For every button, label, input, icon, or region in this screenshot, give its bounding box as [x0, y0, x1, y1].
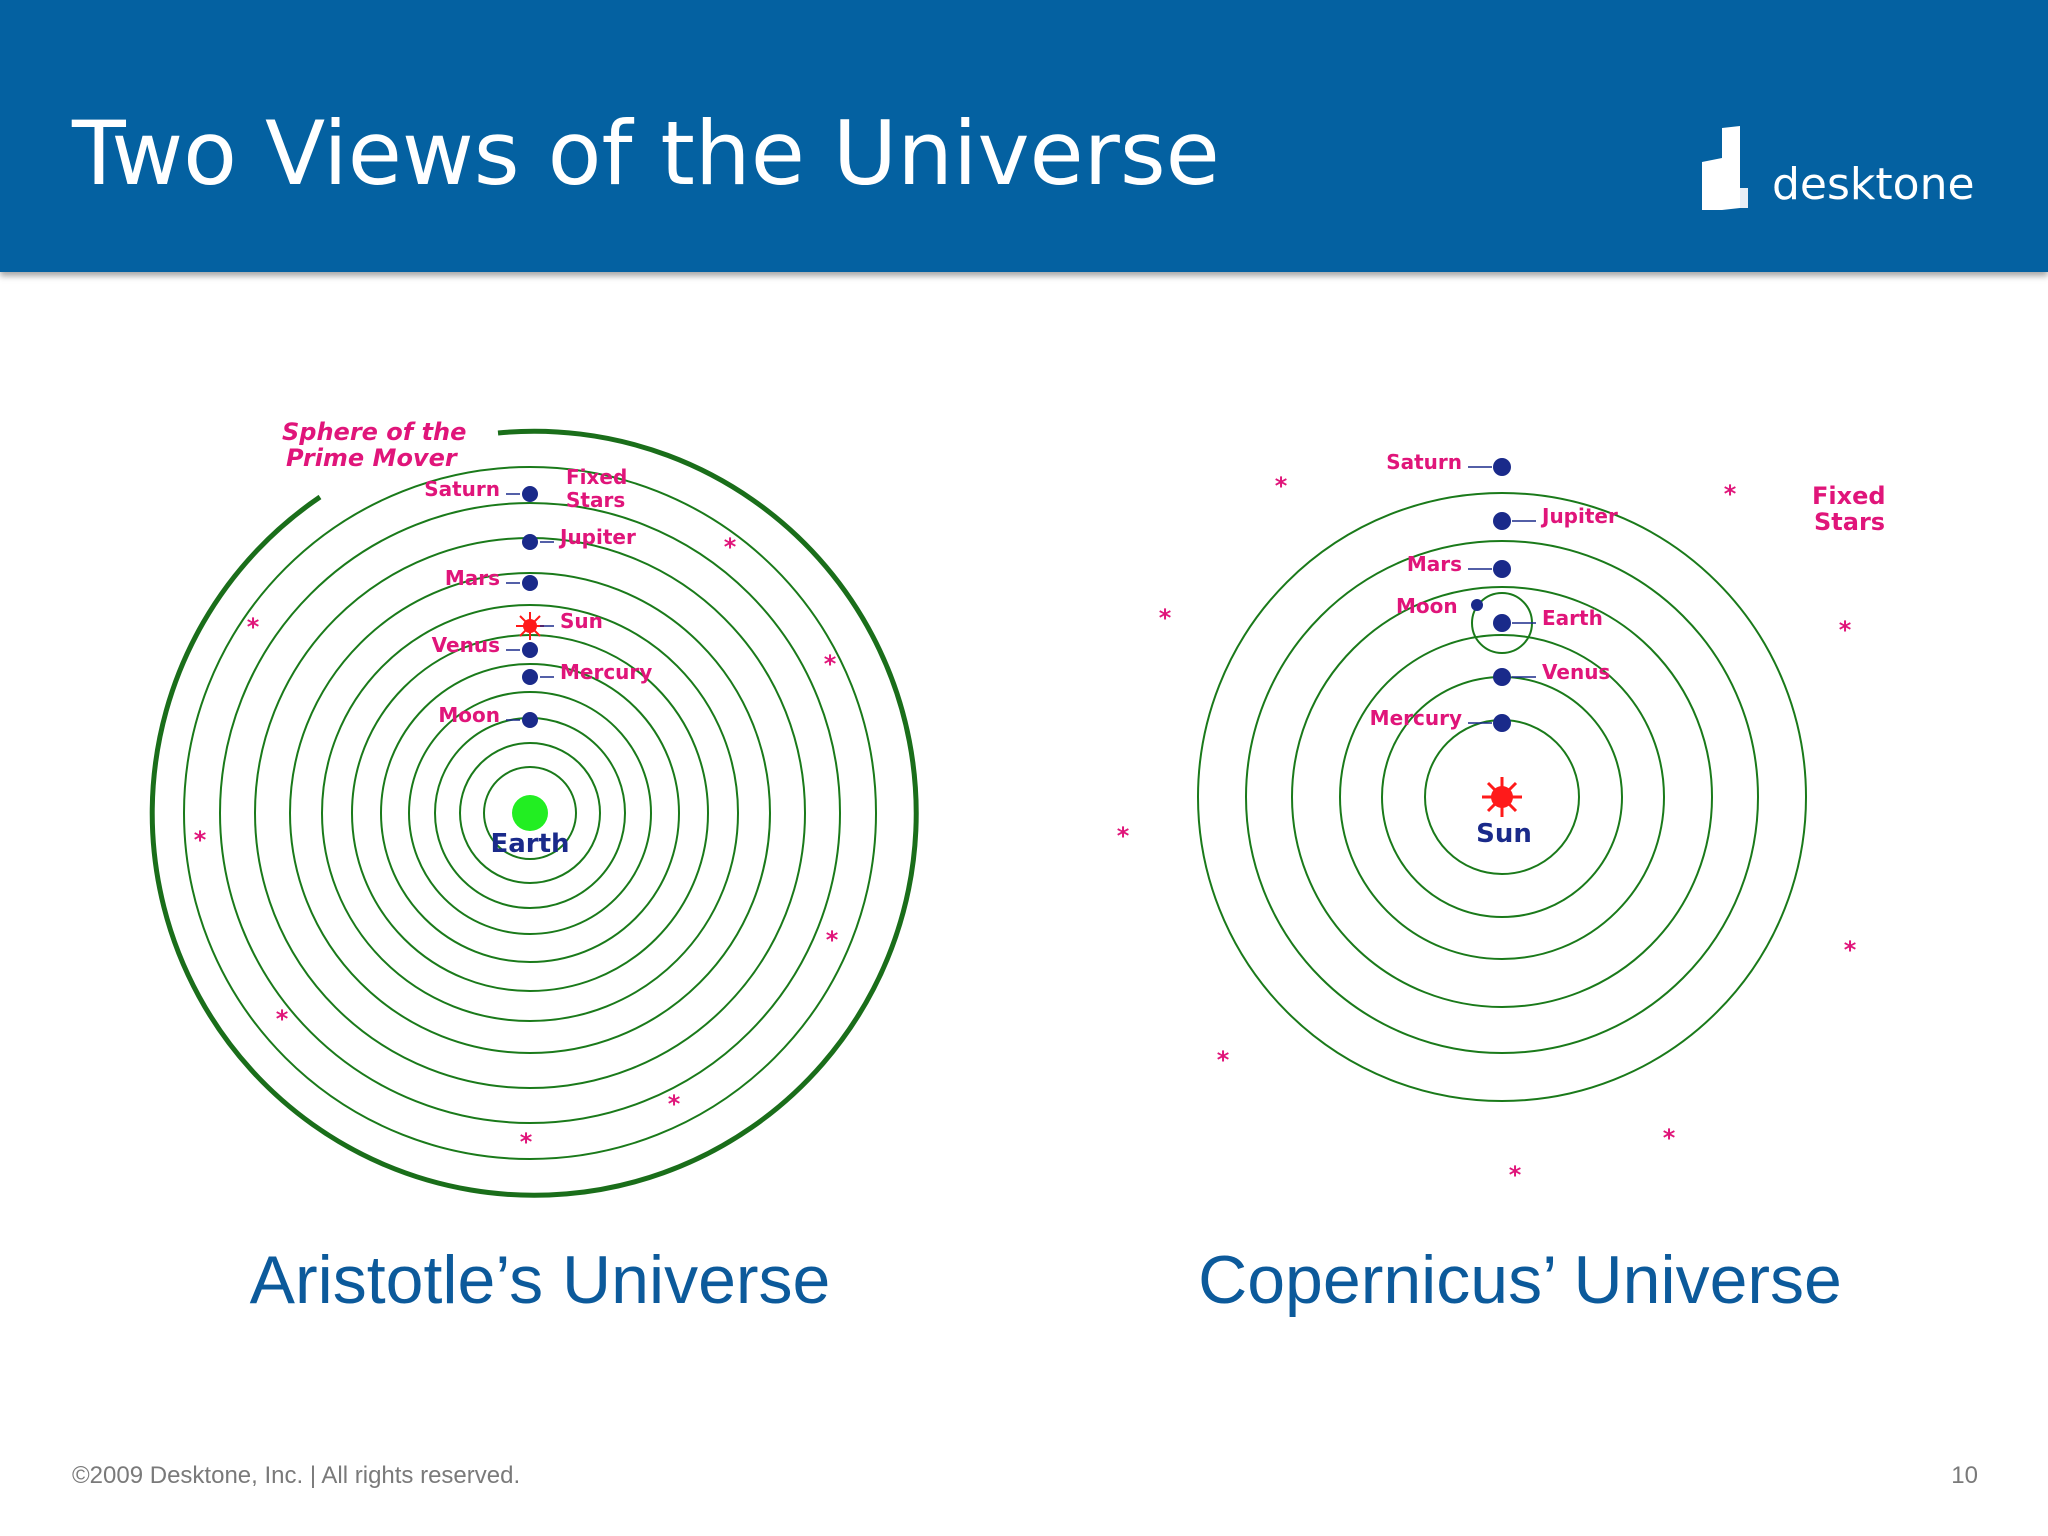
desktone-logo-icon: [1702, 126, 1748, 210]
aristotle-body-sun: Sun: [516, 609, 603, 640]
star-icon: *: [1275, 472, 1288, 500]
aristotle-body-venus: Venus: [432, 633, 538, 658]
aristotle-label-mars: Mars: [445, 566, 500, 590]
aristotle-center-label: Earth: [490, 829, 569, 859]
copernicus-center-label: Sun: [1476, 819, 1532, 849]
star-icon: *: [1663, 1124, 1676, 1152]
sun-icon: [523, 619, 537, 633]
copernicus-orbit-ring: [1197, 492, 1807, 1102]
aristotle-body-saturn: Saturn: [424, 477, 538, 502]
aristotle-orbit-ring: [321, 604, 739, 1022]
copernicus-fixed-stars-line2: Stars: [1814, 508, 1885, 536]
planet-dot: [1493, 614, 1511, 632]
star-icon: *: [276, 1005, 289, 1033]
aristotle-stars: * * * * * * * *: [194, 533, 839, 1156]
aristotle-orbit-ring: [483, 766, 577, 860]
copernicus-caption: Copernicus’ Universe: [1198, 1242, 1842, 1318]
copernicus-body-jupiter: Jupiter: [1493, 504, 1618, 530]
footer-page-number: 10: [1951, 1462, 1978, 1489]
star-icon: *: [1217, 1046, 1230, 1074]
planet-dot: [1493, 714, 1511, 732]
copernicus-body-mercury: Mercury: [1370, 706, 1511, 732]
star-icon: *: [1117, 822, 1130, 850]
sun-center-icon: [1482, 777, 1522, 817]
copernicus-body-earth: Earth: [1493, 606, 1603, 632]
aristotle-orbit-ring: [219, 502, 841, 1124]
footer-copyright: ©2009 Desktone, Inc. | All rights reserv…: [72, 1462, 521, 1489]
desktone-logo: desktone: [1700, 126, 2000, 210]
planet-dot: [1493, 560, 1511, 578]
earth-center-icon: [512, 795, 548, 831]
aristotle-label-mercury: Mercury: [560, 660, 652, 684]
aristotle-diagram: Sphere of the Prime Mover Fixed Stars **…: [149, 418, 919, 1198]
star-icon: *: [1724, 480, 1737, 508]
star-icon: *: [1844, 936, 1857, 964]
copernicus-orbits: [1197, 492, 1807, 1102]
aristotle-orbit-ring: [459, 742, 601, 884]
planet-dot: [1493, 668, 1511, 686]
star-icon: *: [1839, 616, 1852, 644]
star-icon: *: [247, 613, 260, 641]
aristotle-label-jupiter: Jupiter: [558, 525, 636, 549]
star-icon: *: [668, 1090, 681, 1118]
copernicus-stars: * * * * * * * * *: [1117, 472, 1857, 1189]
planet-dot: [1493, 458, 1511, 476]
planet-dot: [522, 669, 538, 685]
copernicus-fixed-stars-line1: Fixed: [1812, 482, 1886, 510]
aristotle-body-jupiter: Jupiter: [522, 525, 636, 550]
copernicus-label-venus: Venus: [1542, 660, 1610, 684]
prime-mover-label-line2: Prime Mover: [286, 444, 459, 472]
copernicus-orbit-ring: [1245, 540, 1759, 1054]
star-icon: *: [824, 650, 837, 678]
star-icon: *: [1509, 1161, 1522, 1189]
aristotle-caption: Aristotle’s Universe: [249, 1242, 831, 1318]
star-icon: *: [520, 1128, 533, 1156]
copernicus-label-mars: Mars: [1407, 552, 1462, 576]
copernicus-label-saturn: Saturn: [1386, 450, 1462, 474]
page-title: Two Views of the Universe: [72, 102, 1220, 205]
aristotle-orbit-ring: [183, 466, 877, 1160]
planet-dot: [522, 642, 538, 658]
aristotle-label-saturn: Saturn: [424, 477, 500, 501]
copernicus-body-mars: Mars: [1407, 552, 1511, 578]
moon-label: Moon: [1396, 594, 1458, 618]
prime-mover-label-line1: Sphere of the: [282, 418, 466, 446]
aristotle-label-venus: Venus: [432, 633, 500, 657]
fixed-stars-label-line2: Stars: [566, 488, 625, 512]
copernicus-body-venus: Venus: [1493, 660, 1610, 686]
planet-dot: [522, 534, 538, 550]
copernicus-label-jupiter: Jupiter: [1540, 504, 1618, 528]
star-icon: *: [826, 926, 839, 954]
star-icon: *: [194, 826, 207, 854]
star-icon: *: [1159, 604, 1172, 632]
logo-wordmark: desktone: [1772, 159, 1975, 210]
aristotle-orbit-ring: [289, 572, 771, 1054]
copernicus-label-earth: Earth: [1542, 606, 1603, 630]
fixed-stars-label-line1: Fixed: [566, 465, 627, 489]
copernicus-label-mercury: Mercury: [1370, 706, 1462, 730]
aristotle-body-moon: Moon: [438, 703, 538, 728]
copernicus-body-saturn: Saturn: [1386, 450, 1511, 476]
aristotle-label-moon: Moon: [438, 703, 500, 727]
aristotle-body-mercury: Mercury: [522, 660, 652, 685]
planet-dot: [522, 486, 538, 502]
header-bar: Two Views of the Universe desktone: [0, 0, 2048, 272]
copernicus-diagram: Fixed Stars * * * * * * * * * SaturnJupiterMarsE…: [1117, 450, 1886, 1189]
aristotle-orbit-ring: [408, 691, 652, 935]
planet-dot: [522, 712, 538, 728]
star-icon: *: [724, 533, 737, 561]
copernicus-orbit-ring: [1339, 634, 1665, 960]
aristotle-orbits: [183, 466, 877, 1160]
aristotle-label-sun: Sun: [560, 609, 603, 633]
copernicus-orbit-ring: [1291, 586, 1713, 1008]
aristotle-body-mars: Mars: [445, 566, 538, 591]
aristotle-orbit-ring: [380, 663, 680, 963]
planet-dot: [522, 575, 538, 591]
moon-dot: [1471, 599, 1483, 611]
prime-mover-sphere: [149, 428, 919, 1198]
planet-dot: [1493, 512, 1511, 530]
